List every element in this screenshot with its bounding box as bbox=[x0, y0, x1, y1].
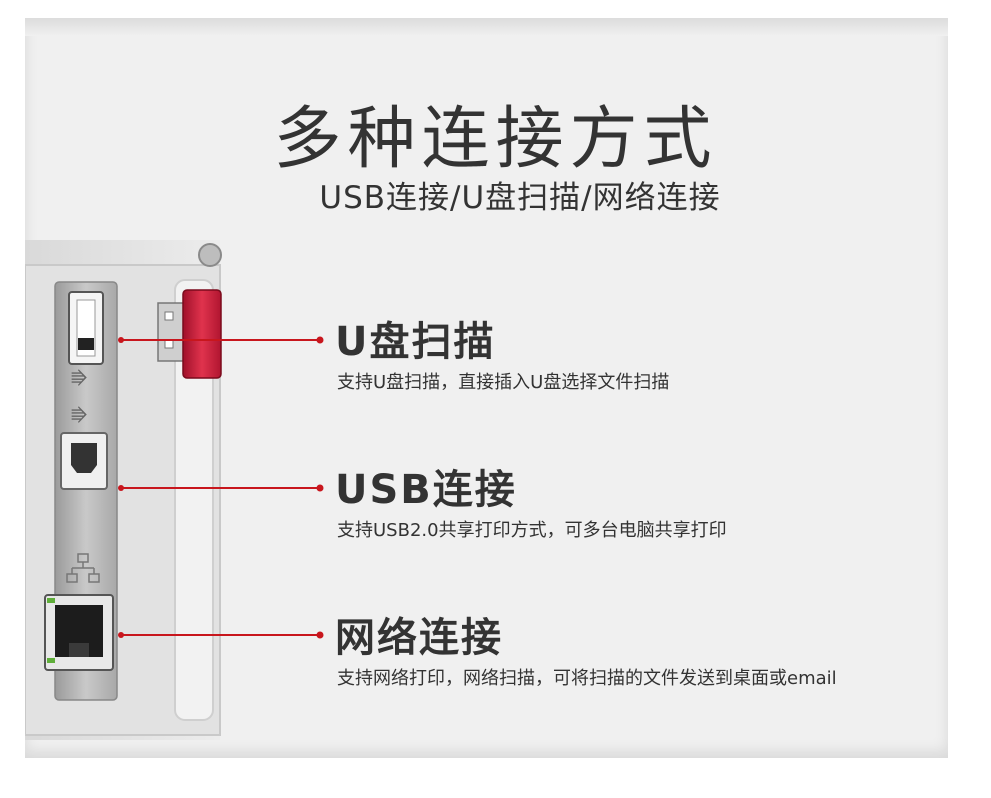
printer-port-illustration: ⭆ ⭆ bbox=[25, 240, 324, 740]
page-title: 多种连接方式 bbox=[273, 100, 718, 179]
network-symbol-icon bbox=[66, 553, 100, 583]
callout-dot-2 bbox=[118, 485, 124, 491]
screw-icon bbox=[198, 243, 222, 267]
feature-title-usb-connection: USB连接 bbox=[335, 467, 517, 513]
callout-dot-3-end bbox=[316, 631, 324, 639]
usb-drive-body bbox=[182, 289, 222, 379]
usb-drive-contact bbox=[164, 311, 174, 321]
callout-dot bbox=[118, 337, 124, 343]
usb-symbol-icon-2: ⭆ bbox=[71, 406, 87, 427]
usb-a-port-tongue bbox=[78, 338, 94, 350]
feature-title-usb-drive-scan: U盘扫描 bbox=[335, 319, 496, 365]
ethernet-led-green-2 bbox=[47, 658, 55, 663]
usb-symbol-icon: ⭆ bbox=[71, 369, 87, 390]
callout-dot-2-end bbox=[316, 484, 324, 492]
feature-desc-usb-connection: 支持USB2.0共享打印方式，可多台电脑共享打印 bbox=[337, 520, 727, 541]
ethernet-led-green bbox=[47, 598, 55, 603]
usb-drive-contact-2 bbox=[164, 339, 174, 349]
usb-b-port-inner bbox=[71, 443, 97, 473]
feature-title-network-connection: 网络连接 bbox=[335, 615, 503, 661]
callout-dot-end bbox=[316, 336, 324, 344]
callout-lines bbox=[118, 336, 324, 639]
casing-rail bbox=[174, 279, 214, 721]
feature-desc-usb-drive-scan: 支持U盘扫描，直接插入U盘选择文件扫描 bbox=[337, 372, 670, 393]
callout-dot-3 bbox=[118, 632, 124, 638]
ethernet-port-latch bbox=[69, 643, 89, 657]
feature-desc-network-connection: 支持网络打印，网络扫描，可将扫描的文件发送到桌面或email bbox=[337, 668, 837, 689]
page-subtitle: USB连接/U盘扫描/网络连接 bbox=[319, 180, 721, 216]
